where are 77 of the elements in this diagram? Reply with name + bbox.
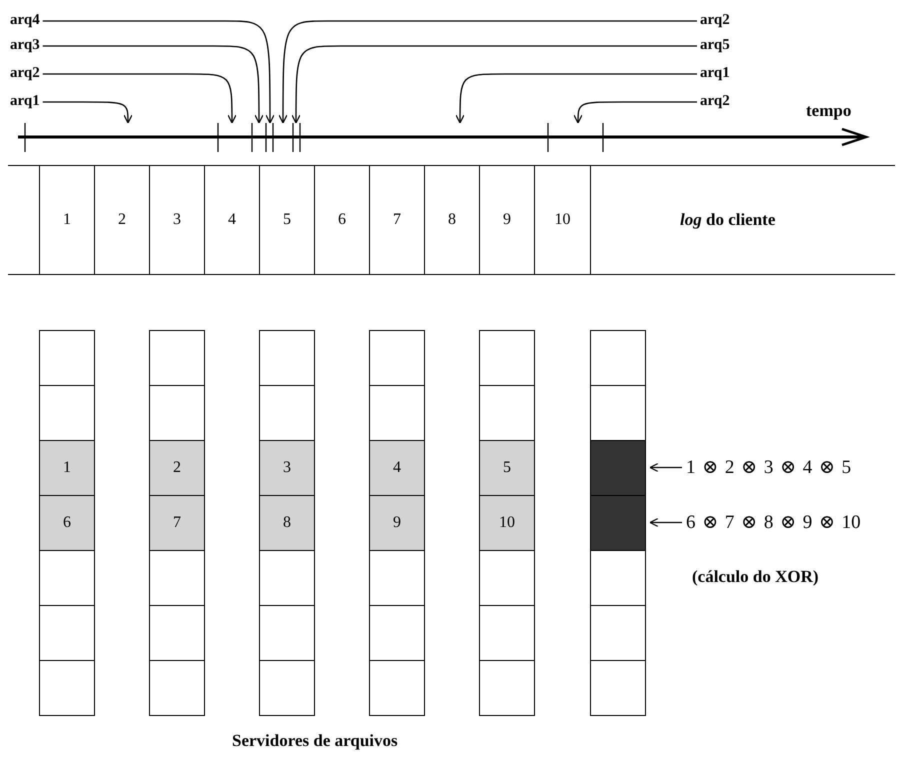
data-block: 7 — [149, 495, 205, 551]
axis-label: tempo — [806, 101, 852, 121]
storage-block — [149, 330, 205, 386]
arrow — [42, 45, 264, 124]
log-block: 3 — [149, 165, 205, 274]
storage-block — [259, 605, 315, 661]
file-label: arq1 — [700, 65, 730, 81]
storage-block — [369, 550, 425, 606]
storage-block — [39, 550, 95, 606]
storage-block — [39, 605, 95, 661]
storage-block — [369, 605, 425, 661]
storage-block — [479, 550, 535, 606]
storage-block — [39, 660, 95, 716]
log-block: 7 — [369, 165, 425, 274]
storage-block — [149, 385, 205, 441]
data-block: 1 — [39, 440, 95, 496]
storage-block — [479, 605, 535, 661]
note: (cálculo do XOR) — [692, 567, 819, 587]
log-block: 8 — [424, 165, 480, 274]
storage-block — [259, 385, 315, 441]
arrow — [42, 73, 237, 124]
storage-block — [590, 605, 646, 661]
file-label: arq2 — [700, 12, 730, 28]
file-label: arq2 — [700, 93, 730, 109]
arrow — [649, 462, 682, 472]
storage-block — [39, 385, 95, 441]
parity-block — [590, 440, 646, 496]
arrow — [649, 518, 682, 528]
storage-block — [590, 385, 646, 441]
storage-block — [369, 330, 425, 386]
storage-block — [149, 660, 205, 716]
file-label: arq3 — [10, 37, 40, 53]
data-block: 3 — [259, 440, 315, 496]
storage-block — [259, 330, 315, 386]
storage-block — [590, 550, 646, 606]
storage-block — [590, 660, 646, 716]
arrow — [42, 20, 275, 124]
storage-block — [479, 385, 535, 441]
file-label: arq2 — [10, 65, 40, 81]
arrow — [42, 101, 133, 124]
storage-block — [479, 330, 535, 386]
storage-block — [39, 330, 95, 386]
data-block: 4 — [369, 440, 425, 496]
xor-expression: 1 ⊗ 2 ⊗ 3 ⊗ 4 ⊗ 5 — [686, 456, 852, 479]
data-block: 6 — [39, 495, 95, 551]
storage-block — [590, 330, 646, 386]
parity-block — [590, 495, 646, 551]
storage-block — [149, 550, 205, 606]
log-block: 6 — [314, 165, 370, 274]
file-label: arq4 — [10, 12, 40, 28]
log-block: 1 — [39, 165, 95, 274]
caption: Servidores de arquivos — [232, 731, 398, 751]
xor-expression: 6 ⊗ 7 ⊗ 8 ⊗ 9 ⊗ 10 — [686, 511, 861, 534]
data-block: 5 — [479, 440, 535, 496]
storage-block — [369, 385, 425, 441]
log-block: 10 — [534, 165, 591, 274]
file-label: arq5 — [700, 37, 730, 53]
storage-block — [369, 660, 425, 716]
log-block: 2 — [94, 165, 150, 274]
storage-block — [259, 660, 315, 716]
log-block: 9 — [479, 165, 535, 274]
file-label: arq1 — [10, 93, 40, 109]
log-block: 4 — [204, 165, 260, 274]
storage-block — [259, 550, 315, 606]
arrow — [573, 101, 697, 124]
data-block: 2 — [149, 440, 205, 496]
data-block: 9 — [369, 495, 425, 551]
data-block: 8 — [259, 495, 315, 551]
log-block: 5 — [259, 165, 315, 274]
data-block: 10 — [479, 495, 535, 551]
arrow — [278, 20, 697, 124]
log-label: log do cliente — [680, 210, 776, 230]
arrow — [455, 73, 697, 124]
arrow — [291, 45, 697, 124]
time-axis — [16, 123, 868, 153]
storage-block — [479, 660, 535, 716]
storage-block — [149, 605, 205, 661]
